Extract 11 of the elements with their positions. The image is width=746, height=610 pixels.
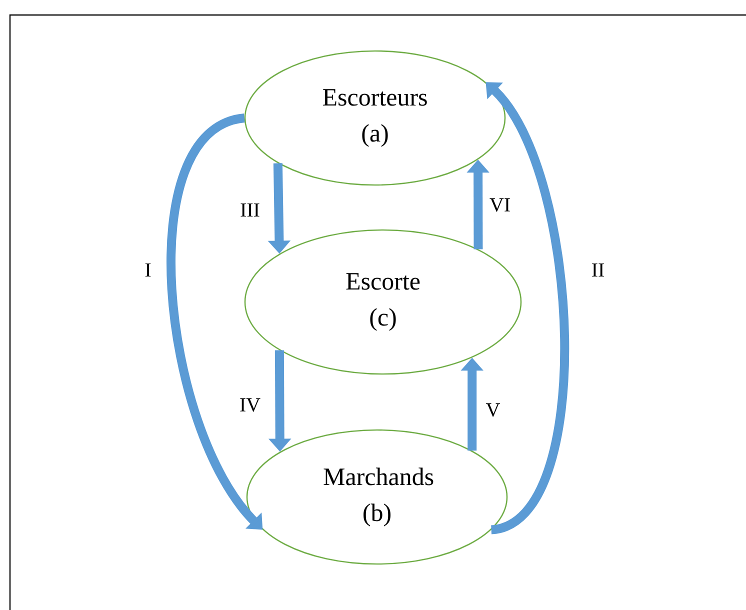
edge-label: IV xyxy=(240,398,260,412)
ellipse-node: Escorte (c) xyxy=(244,229,522,375)
ellipse-node: Marchands (b) xyxy=(246,429,508,565)
edge-label: V xyxy=(486,403,500,417)
block-arrow xyxy=(166,114,263,530)
ellipse-node: Escorteurs (a) xyxy=(244,50,506,186)
block-arrow xyxy=(486,82,570,534)
edge-label: VI xyxy=(490,198,510,212)
edge-label: III xyxy=(240,203,260,217)
edge-label: II xyxy=(592,263,604,277)
edge-label: I xyxy=(145,263,151,277)
